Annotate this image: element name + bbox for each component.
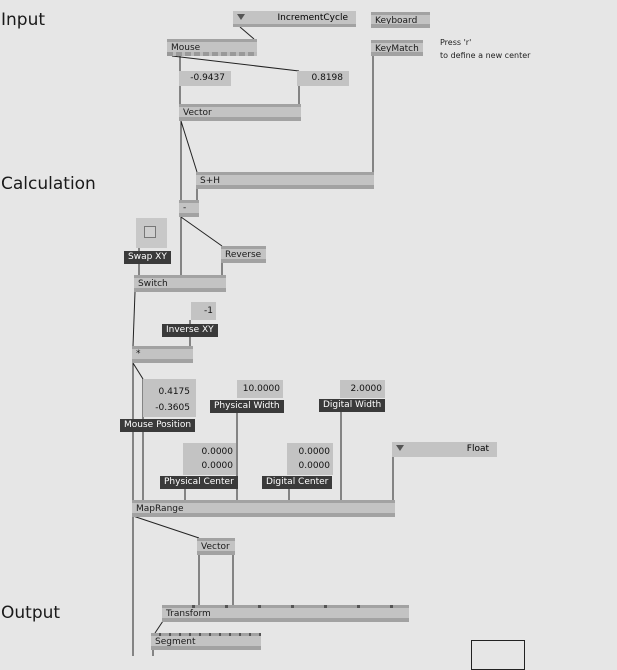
mouse-position-box[interactable]: 0.4175 -0.3605 — [143, 379, 196, 417]
dropdown-arrow-icon — [237, 14, 245, 20]
keymatch-label: KeyMatch — [375, 44, 419, 54]
inverse-value-box[interactable]: -1 — [191, 302, 216, 320]
sample-hold-node[interactable]: S+H — [196, 172, 374, 189]
vector-label-1: Vector — [183, 108, 212, 118]
reverse-node[interactable]: Reverse — [221, 246, 266, 263]
vector-label-2: Vector — [201, 542, 230, 552]
reverse-label: Reverse — [225, 250, 262, 260]
digital-center-y: 0.0000 — [298, 461, 331, 471]
keymatch-comment: Press 'r' to define a new center — [440, 36, 530, 62]
physical-center-y: 0.0000 — [201, 461, 234, 471]
checkbox-icon — [144, 226, 156, 238]
subtract-node[interactable]: - — [179, 200, 199, 217]
digital-center-tag: Digital Center — [262, 476, 333, 489]
physical-width-tag: Physical Width — [210, 400, 284, 413]
transform-node[interactable]: Transform — [162, 605, 409, 622]
vector-node-1[interactable]: Vector — [179, 104, 301, 121]
maprange-node[interactable]: MapRange — [132, 500, 395, 517]
mouse-y-value: 0.8198 — [311, 73, 344, 83]
segment-label: Segment — [155, 637, 196, 647]
switch-node[interactable]: Switch — [134, 275, 226, 292]
section-title-calculation: Calculation — [1, 174, 96, 194]
mouse-position-tag: Mouse Position — [120, 419, 196, 432]
sample-hold-label: S+H — [200, 176, 221, 186]
switch-label: Switch — [138, 279, 168, 289]
increment-cycle-label: IncrementCycle — [277, 13, 348, 23]
digital-center-x: 0.0000 — [298, 447, 331, 457]
digital-width-tag: Digital Width — [319, 399, 386, 412]
comment-line-1: Press 'r' — [440, 38, 472, 47]
multiply-label: * — [136, 349, 141, 359]
section-title-output: Output — [1, 603, 61, 623]
keyboard-node[interactable]: Keyboard — [371, 12, 430, 28]
physical-center-x: 0.0000 — [201, 447, 234, 457]
physical-width-box[interactable]: 10.0000 — [237, 380, 283, 398]
physical-center-tag: Physical Center — [160, 476, 238, 489]
mouse-y-value-box[interactable]: 0.8198 — [297, 71, 349, 86]
subtract-label: - — [183, 203, 187, 213]
digital-width-value: 2.0000 — [350, 384, 383, 394]
increment-cycle-enum[interactable]: IncrementCycle — [233, 11, 356, 27]
physical-center-box[interactable]: 0.0000 0.0000 — [183, 443, 236, 475]
segment-node[interactable]: Segment — [151, 633, 261, 650]
section-title-input: Input — [1, 10, 46, 30]
comment-line-2: to define a new center — [440, 51, 531, 60]
digital-width-box[interactable]: 2.0000 — [340, 380, 385, 398]
maprange-label: MapRange — [136, 504, 184, 514]
keyboard-label: Keyboard — [375, 16, 418, 26]
physical-width-value: 10.0000 — [242, 384, 280, 394]
float-enum[interactable]: Float — [392, 442, 497, 457]
inverse-value: -1 — [204, 306, 213, 316]
mouse-x-value: -0.9437 — [190, 73, 225, 83]
keymatch-node[interactable]: KeyMatch — [371, 40, 423, 56]
transform-label: Transform — [166, 609, 211, 619]
swap-xy-tag: Swap XY — [124, 251, 171, 264]
vector-node-2[interactable]: Vector — [197, 538, 235, 555]
mouse-x-value-box[interactable]: -0.9437 — [179, 71, 231, 86]
patch-links — [132, 26, 394, 656]
dropdown-arrow-icon — [396, 445, 404, 451]
float-label: Float — [466, 444, 489, 454]
mouse-label: Mouse — [171, 43, 201, 53]
mouse-position-x: 0.4175 — [158, 387, 191, 397]
swap-xy-toggle[interactable] — [136, 218, 167, 248]
mouse-position-y: -0.3605 — [155, 403, 190, 413]
mouse-node[interactable]: Mouse — [167, 39, 257, 56]
renderer-window-frame[interactable] — [471, 640, 525, 670]
digital-center-box[interactable]: 0.0000 0.0000 — [287, 443, 333, 475]
multiply-node[interactable]: * — [132, 346, 193, 363]
inverse-xy-tag: Inverse XY — [162, 324, 218, 337]
